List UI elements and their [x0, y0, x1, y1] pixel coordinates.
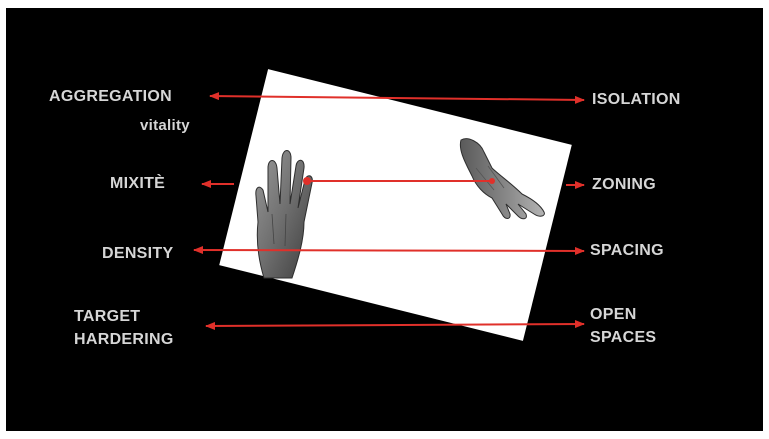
slide: AGGREGATION vitality MIXITÈ DENSITY TARG…: [6, 8, 763, 431]
center-dot: [303, 177, 311, 185]
pointer-dot: [489, 178, 495, 184]
label-vitality: vitality: [140, 115, 190, 137]
label-spacing: SPACING: [590, 240, 664, 262]
label-mixite: MIXITÈ: [110, 173, 165, 195]
label-spaces: SPACES: [590, 327, 656, 349]
label-isolation: ISOLATION: [592, 89, 681, 111]
label-open: OPEN: [590, 304, 637, 326]
arrow-aggregation-isolation: [210, 96, 584, 100]
diagram-overlay: [6, 8, 763, 431]
arrow-target-openspaces: [206, 324, 584, 326]
label-target: TARGET: [74, 306, 140, 328]
open-hand-illustration: [256, 151, 313, 279]
label-aggregation: AGGREGATION: [49, 86, 172, 108]
label-density: DENSITY: [102, 243, 173, 265]
arrow-density-spacing: [194, 250, 584, 251]
label-zoning: ZONING: [592, 174, 656, 196]
label-hardering: HARDERING: [74, 329, 174, 351]
pointing-hand-illustration: [460, 139, 544, 219]
